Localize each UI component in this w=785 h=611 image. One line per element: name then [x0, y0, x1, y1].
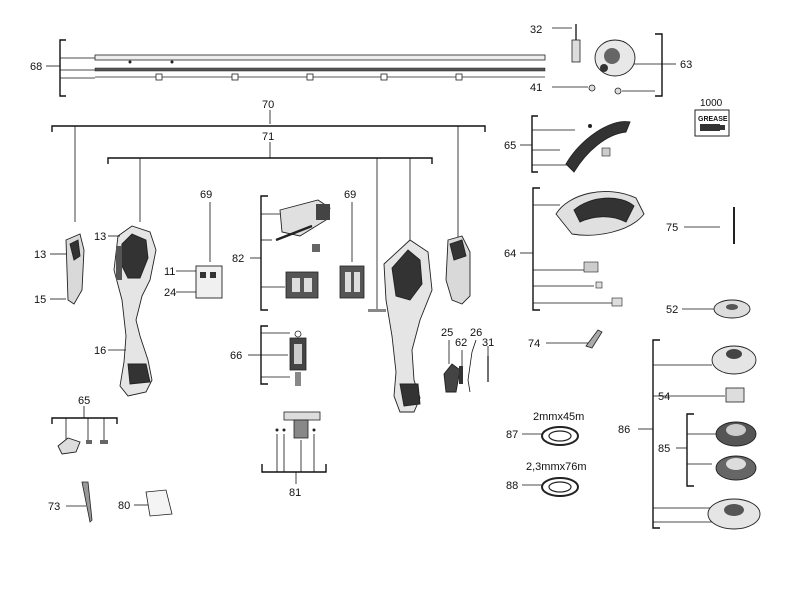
washer-52: [682, 299, 751, 319]
housing-brackets: [51, 110, 486, 310]
hex-key-74: [546, 329, 603, 349]
motor-66: [248, 325, 307, 386]
label-80: 80: [118, 500, 130, 512]
label-54: 54: [658, 391, 670, 403]
label-41: 41: [530, 82, 542, 94]
label-63: 63: [680, 59, 692, 71]
label-81: 81: [289, 487, 301, 499]
label-88: 88: [506, 480, 518, 492]
motor-assembly-82: [250, 195, 331, 311]
guard-attachment: [552, 24, 676, 97]
grease-icon: [694, 109, 730, 137]
label-1000: 1000: [700, 98, 723, 109]
label-85: 85: [658, 443, 670, 455]
label-13-left: 13: [34, 249, 46, 261]
left-cover: [50, 233, 85, 305]
label-69-right: 69: [344, 189, 356, 201]
label-69-left: 69: [200, 189, 212, 201]
spool-label-88: 2,3mmx76m: [526, 461, 587, 473]
hex-key-73: [66, 481, 93, 523]
label-74: 74: [528, 338, 540, 350]
right-housing-shell: [383, 239, 433, 413]
gear-head-81: [261, 411, 327, 484]
blade-guard-65: [520, 115, 631, 173]
label-52: 52: [666, 304, 678, 316]
right-cover: [445, 235, 471, 305]
main-handle-housing: [108, 225, 157, 397]
label-13-housing: 13: [94, 231, 106, 243]
label-66: 66: [230, 350, 242, 362]
label-71: 71: [262, 131, 274, 143]
label-15: 15: [34, 294, 46, 306]
label-11: 11: [164, 266, 175, 278]
shaft-assembly: [46, 39, 546, 97]
label-73: 73: [48, 501, 60, 513]
label-26: 26: [470, 327, 482, 339]
trigger-parts: [443, 339, 489, 393]
label-86: 86: [618, 424, 630, 436]
instruction-sheet-80: [134, 489, 173, 517]
label-64: 64: [504, 248, 516, 260]
label-82: 82: [232, 253, 244, 265]
label-31: 31: [482, 337, 494, 349]
switch-module-2: [339, 202, 386, 312]
trimmer-head-86: [638, 339, 761, 530]
grease-label: GREASE: [698, 116, 728, 123]
label-25: 25: [441, 327, 453, 339]
clamp-kit-65: [51, 406, 118, 455]
spool-label-87: 2mmx45m: [533, 411, 584, 423]
label-68: 68: [30, 61, 42, 73]
label-70: 70: [262, 99, 274, 111]
label-87: 87: [506, 429, 518, 441]
label-24: 24: [164, 287, 176, 299]
label-65-guard: 65: [504, 140, 516, 152]
switch-module: [176, 202, 223, 299]
label-32: 32: [530, 24, 542, 36]
label-62: 62: [455, 337, 467, 349]
line-spools: [522, 426, 579, 497]
label-65-kit: 65: [78, 395, 90, 407]
label-16: 16: [94, 345, 106, 357]
rod-75: [684, 207, 735, 244]
guard-cover-64: [520, 187, 645, 311]
label-75: 75: [666, 222, 678, 234]
